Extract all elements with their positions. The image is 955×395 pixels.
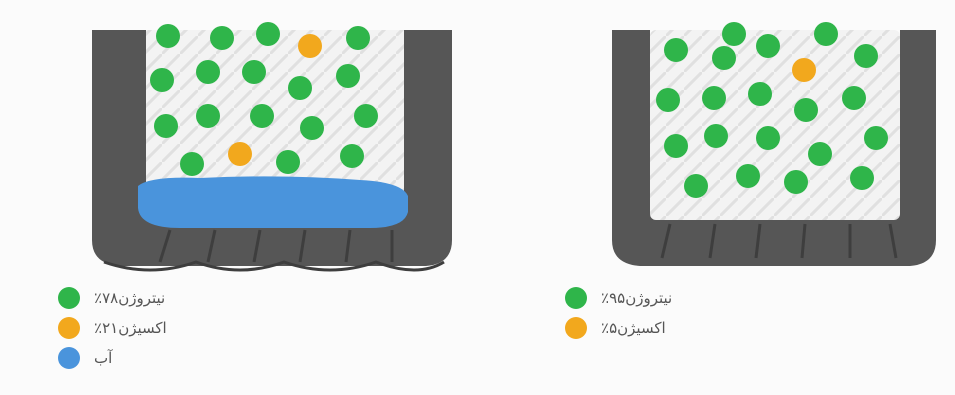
nitrogen-molecule [354,104,378,128]
nitrogen-molecule [154,114,178,138]
oxygen-molecule [792,58,816,82]
nitrogen-molecule [196,60,220,84]
nitrogen-molecule [664,38,688,62]
right-tire [612,22,936,266]
right-legend-oxygen: اکسیژن۵٪ [565,313,672,343]
legend-label: آب [94,349,112,367]
left-tire [92,22,452,270]
legend-label: اکسیژن۲۱٪ [94,319,167,337]
nitrogen-molecule [784,170,808,194]
nitrogen-molecule [196,104,220,128]
nitrogen-molecule [704,124,728,148]
nitrogen-molecule [336,64,360,88]
nitrogen-molecule [864,126,888,150]
left-legend-oxygen: اکسیژن۲۱٪ [58,313,167,343]
right-legend-nitrogen: نیتروژن۹۵٪ [565,283,672,313]
legend-label: اکسیژن۵٪ [601,319,666,337]
nitrogen-molecule [712,46,736,70]
nitrogen-molecule [748,82,772,106]
nitrogen-molecule [656,88,680,112]
right-legend: نیتروژن۹۵٪ اکسیژن۵٪ [565,283,672,343]
left-legend-water: آب [58,343,167,373]
nitrogen-molecule [756,126,780,150]
orange-circle-icon [565,317,587,339]
left-legend-nitrogen: نیتروژن۷۸٪ [58,283,167,313]
nitrogen-molecule [850,166,874,190]
nitrogen-molecule [722,22,746,46]
nitrogen-molecule [346,26,370,50]
nitrogen-molecule [256,22,280,46]
legend-label: نیتروژن۷۸٪ [94,289,165,307]
nitrogen-molecule [300,116,324,140]
left-water-layer [138,176,408,228]
nitrogen-molecule [340,144,364,168]
nitrogen-molecule [684,174,708,198]
nitrogen-molecule [794,98,818,122]
nitrogen-molecule [702,86,726,110]
left-legend: نیتروژن۷۸٪ اکسیژن۲۱٪ آب [58,283,167,373]
nitrogen-molecule [156,24,180,48]
nitrogen-molecule [814,22,838,46]
nitrogen-molecule [736,164,760,188]
green-circle-icon [565,287,587,309]
nitrogen-molecule [150,68,174,92]
nitrogen-molecule [276,150,300,174]
orange-circle-icon [58,317,80,339]
nitrogen-molecule [854,44,878,68]
nitrogen-molecule [180,152,204,176]
nitrogen-molecule [756,34,780,58]
green-circle-icon [58,287,80,309]
blue-circle-icon [58,347,80,369]
nitrogen-molecule [250,104,274,128]
oxygen-molecule [298,34,322,58]
nitrogen-molecule [210,26,234,50]
nitrogen-molecule [242,60,266,84]
nitrogen-molecule [288,76,312,100]
nitrogen-molecule [808,142,832,166]
nitrogen-molecule [842,86,866,110]
nitrogen-molecule [664,134,688,158]
oxygen-molecule [228,142,252,166]
legend-label: نیتروژن۹۵٪ [601,289,672,307]
